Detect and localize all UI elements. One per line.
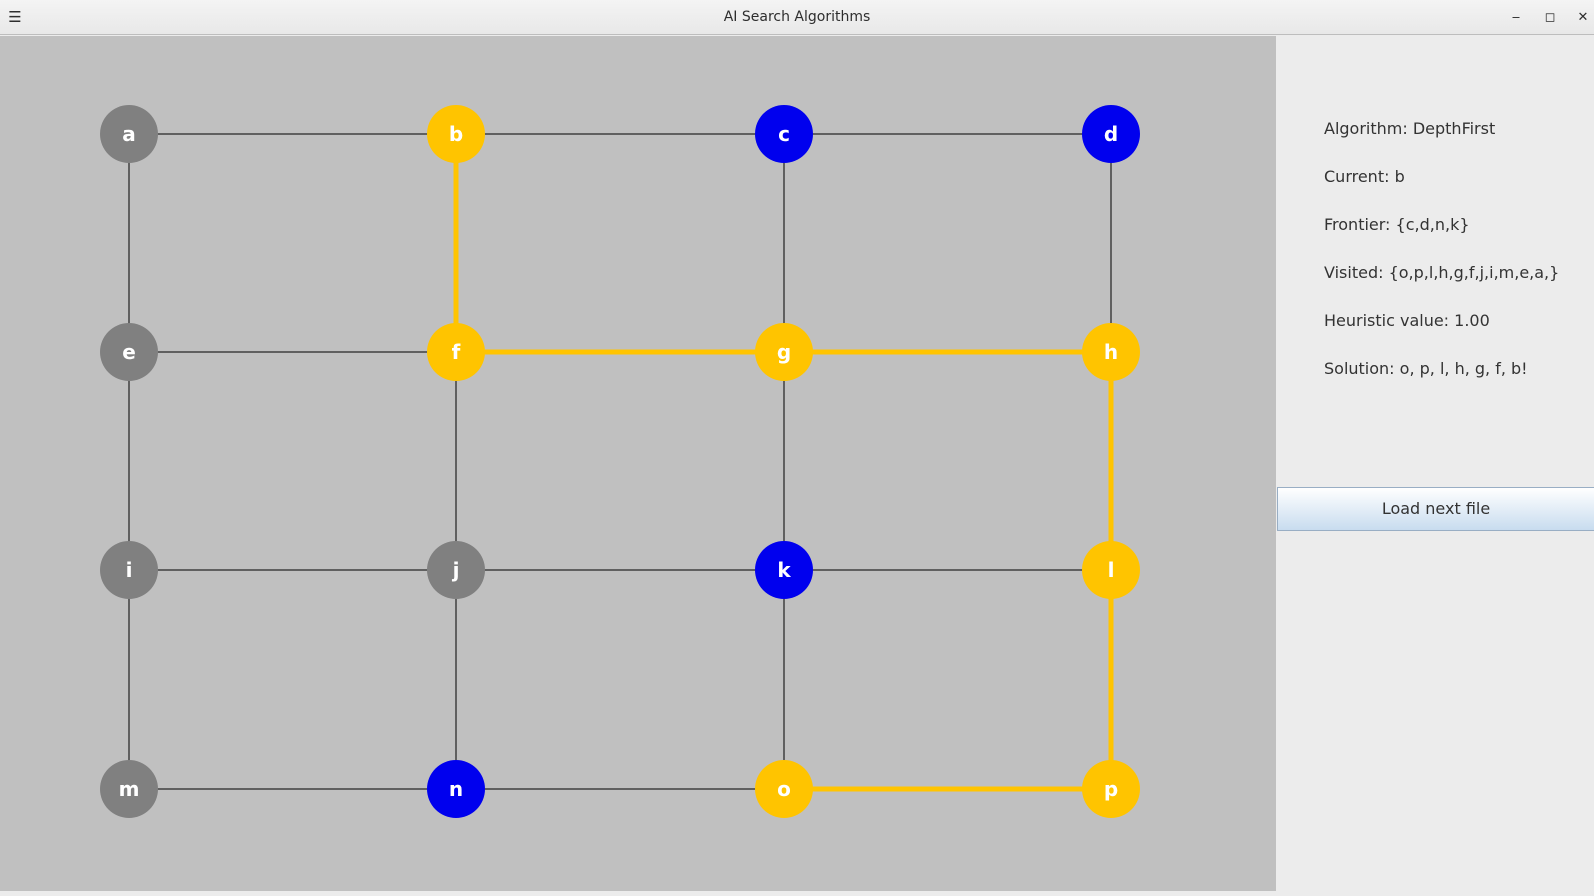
node-c: c xyxy=(755,105,813,163)
node-o: o xyxy=(755,760,813,818)
current-node-label: Current: b xyxy=(1324,167,1405,186)
node-d: d xyxy=(1082,105,1140,163)
node-label-k: k xyxy=(777,558,791,582)
node-circle-g xyxy=(755,323,813,381)
node-g: g xyxy=(755,323,813,381)
node-circle-j xyxy=(427,541,485,599)
node-circle-k xyxy=(755,541,813,599)
hamburger-menu-icon[interactable]: ☰ xyxy=(8,8,22,26)
node-label-o: o xyxy=(777,777,791,801)
info-panel: Algorithm: DepthFirst Current: b Frontie… xyxy=(1276,36,1594,891)
algorithm-label: Algorithm: DepthFirst xyxy=(1324,119,1496,138)
solution-label: Solution: o, p, l, h, g, f, b! xyxy=(1324,359,1528,378)
node-label-j: j xyxy=(452,558,460,582)
node-h: h xyxy=(1082,323,1140,381)
window-title: AI Search Algorithms xyxy=(723,9,871,25)
bottom-border xyxy=(0,891,1594,896)
load-next-file-button[interactable]: Load next file xyxy=(1277,487,1594,531)
node-i: i xyxy=(100,541,158,599)
node-circle-i xyxy=(100,541,158,599)
heuristic-label: Heuristic value: 1.00 xyxy=(1324,311,1490,330)
node-label-m: m xyxy=(119,777,140,801)
frontier-label: Frontier: {c,d,n,k} xyxy=(1324,215,1470,234)
node-label-h: h xyxy=(1104,340,1118,364)
node-circle-p xyxy=(1082,760,1140,818)
node-circle-o xyxy=(755,760,813,818)
node-l: l xyxy=(1082,541,1140,599)
graph-svg: a b c d e f g h i j k l m n o p xyxy=(100,105,1140,818)
node-m: m xyxy=(100,760,158,818)
node-label-d: d xyxy=(1104,122,1118,146)
node-circle-f xyxy=(427,323,485,381)
edges xyxy=(128,133,1114,792)
node-label-f: f xyxy=(452,340,461,364)
node-circle-c xyxy=(755,105,813,163)
node-circle-a xyxy=(100,105,158,163)
node-p: p xyxy=(1082,760,1140,818)
graph-canvas: a b c d e f g h i j k l m n o p xyxy=(0,36,1276,891)
node-circle-m xyxy=(100,760,158,818)
node-label-c: c xyxy=(778,122,790,146)
minimize-icon[interactable]: ‒ xyxy=(1511,10,1521,25)
node-label-l: l xyxy=(1108,558,1115,582)
node-b: b xyxy=(427,105,485,163)
node-label-e: e xyxy=(122,340,136,364)
node-circle-h xyxy=(1082,323,1140,381)
node-label-g: g xyxy=(777,340,791,364)
close-icon[interactable]: ✕ xyxy=(1577,10,1589,25)
node-circle-n xyxy=(427,760,485,818)
node-circle-d xyxy=(1082,105,1140,163)
node-n: n xyxy=(427,760,485,818)
title-bar: ☰ AI Search Algorithms ‒ ◻ ✕ xyxy=(0,0,1594,35)
node-label-a: a xyxy=(122,122,136,146)
node-f: f xyxy=(427,323,485,381)
visited-label: Visited: {o,p,l,h,g,f,j,i,m,e,a,} xyxy=(1324,263,1560,282)
node-e: e xyxy=(100,323,158,381)
node-k: k xyxy=(755,541,813,599)
node-label-p: p xyxy=(1104,777,1118,801)
node-circle-l xyxy=(1082,541,1140,599)
maximize-icon[interactable]: ◻ xyxy=(1544,10,1556,25)
node-circle-b xyxy=(427,105,485,163)
node-j: j xyxy=(427,541,485,599)
node-label-b: b xyxy=(449,122,463,146)
node-label-i: i xyxy=(126,558,133,582)
node-circle-e xyxy=(100,323,158,381)
node-label-n: n xyxy=(449,777,463,801)
node-a: a xyxy=(100,105,158,163)
